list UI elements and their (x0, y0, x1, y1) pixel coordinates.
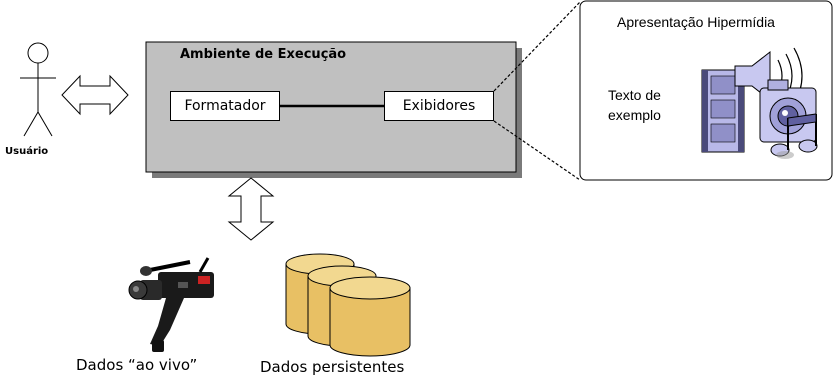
zoom-line-top (493, 1, 581, 92)
database-icon (285, 253, 411, 357)
hypermedia-title: Apresentação Hipermídia (617, 14, 775, 30)
video-camera-icon (128, 257, 214, 352)
music-notes-icon (770, 113, 818, 159)
environment-title: Ambiente de Execução (180, 47, 347, 62)
vertical-double-arrow-icon (227, 177, 275, 241)
film-strip-icon (701, 69, 745, 153)
zoom-line-bottom (493, 120, 581, 181)
sample-text: Texto de exemplo (608, 87, 661, 123)
formatter-box: Formatador (170, 91, 280, 121)
user-label: Usuário (5, 146, 49, 157)
players-box: Exibidores (384, 91, 494, 121)
double-arrow-icon (61, 74, 129, 116)
persistent-data-label: Dados persistentes (260, 358, 405, 376)
stick-figure-icon (20, 42, 56, 137)
live-data-label: Dados “ao vivo” (76, 356, 198, 374)
